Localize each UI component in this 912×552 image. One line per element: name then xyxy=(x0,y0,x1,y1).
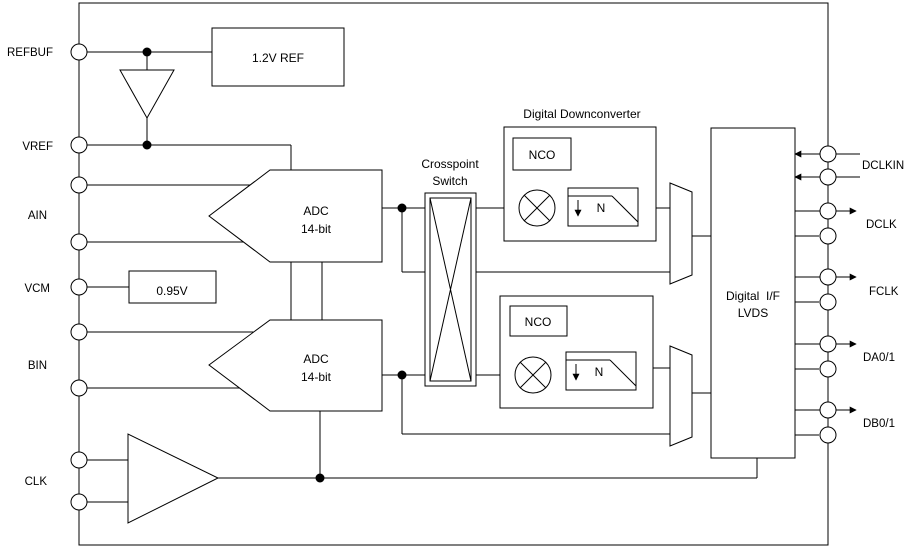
pin-ain-n xyxy=(70,233,88,251)
mux-a xyxy=(669,182,693,285)
filter-b xyxy=(565,351,637,391)
nco-a-label: NCO xyxy=(529,148,556,162)
pin-clk-n xyxy=(70,493,88,511)
crosspoint-inner xyxy=(429,197,472,382)
pin-vcm xyxy=(70,278,88,296)
pin-db-n xyxy=(819,426,837,444)
pin-dclk-p xyxy=(819,202,837,220)
label-dclk: DCLK xyxy=(866,219,897,231)
pin-bin-n xyxy=(70,379,88,397)
pin-da-n xyxy=(819,360,837,378)
pin-dclk-n xyxy=(819,227,837,245)
clock-buffer xyxy=(127,433,220,524)
crosspoint-x-b xyxy=(429,197,472,382)
digital-if-label-1: Digital I/F xyxy=(726,289,780,303)
digital-if-label-2: LVDS xyxy=(738,306,768,320)
nco-b-label: NCO xyxy=(525,315,552,329)
pin-dclkin-p xyxy=(819,145,837,163)
junction-dot xyxy=(142,47,152,57)
junction-dot xyxy=(397,370,407,380)
label-fclk: FCLK xyxy=(869,286,899,298)
ref-label: 1.2V REF xyxy=(252,51,304,65)
reference-buffer xyxy=(119,69,175,120)
label-bin: BIN xyxy=(28,360,47,372)
digital-if-block xyxy=(710,127,796,459)
adc-b xyxy=(208,319,383,412)
pin-fclk-p xyxy=(819,268,837,286)
ddc-title: Digital Downconverter xyxy=(523,107,640,121)
nco-a xyxy=(512,137,572,171)
vcm-ref-label: 0.95V xyxy=(156,284,187,298)
label-ain: AIN xyxy=(28,210,47,222)
left-pins xyxy=(70,43,88,511)
label-vcm: VCM xyxy=(24,283,50,295)
mux-b xyxy=(669,345,693,447)
filter-b-label: N xyxy=(595,365,604,379)
junction-dot xyxy=(397,203,407,213)
pin-db-p xyxy=(819,401,837,419)
pin-clk-p xyxy=(70,451,88,469)
nco-b xyxy=(509,305,568,337)
label-da: DA0/1 xyxy=(863,352,895,364)
crosspoint-label-2: Switch xyxy=(432,174,467,188)
label-refbuf: REFBUF xyxy=(7,47,53,59)
label-clk: CLK xyxy=(25,476,48,488)
pin-da-p xyxy=(819,335,837,353)
ref-block xyxy=(211,27,345,87)
adc-a-label-1: ADC xyxy=(303,204,329,218)
crosspoint-label-1: Crosspoint xyxy=(421,157,479,171)
adc-b-label-1: ADC xyxy=(303,352,329,366)
label-dclkin: DCLKIN xyxy=(862,160,904,172)
filter-a-label: N xyxy=(597,201,606,215)
label-db: DB0/1 xyxy=(863,418,895,430)
right-pins xyxy=(819,145,837,444)
adc-a xyxy=(208,169,383,263)
junction-dot xyxy=(142,140,152,150)
vcm-ref-block xyxy=(128,270,217,304)
pin-dclkin-n xyxy=(819,168,837,186)
pin-vref xyxy=(70,136,88,154)
filter-a xyxy=(567,187,639,227)
pin-ain-p xyxy=(70,176,88,194)
pin-bin-p xyxy=(70,323,88,341)
pin-refbuf xyxy=(70,43,88,61)
pin-fclk-n xyxy=(819,293,837,311)
junction-dot xyxy=(315,473,325,483)
adc-b-label-2: 14-bit xyxy=(301,370,332,384)
adc-a-label-2: 14-bit xyxy=(301,222,332,236)
label-vref: VREF xyxy=(22,141,53,153)
